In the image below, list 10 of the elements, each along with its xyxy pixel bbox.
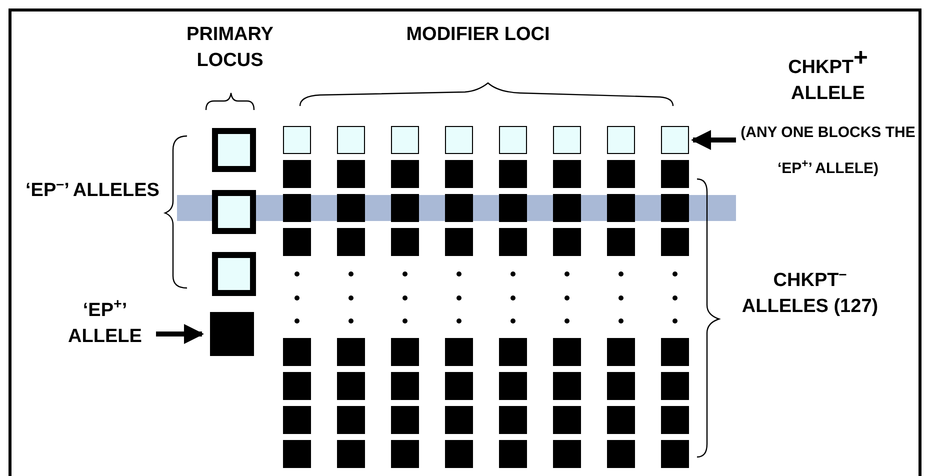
allele-square — [210, 312, 254, 356]
arrow — [691, 130, 736, 150]
annotation-text: ‘EP$^{+}$’ ALLELE — [50, 298, 160, 358]
arrow — [156, 324, 204, 344]
note-text: (ANY ONE BLOCKS THE ‘EP$^{+}$’ ALLELE) — [740, 123, 916, 179]
annotation-text: CHKPT$^{–}$ ALLELES (127) — [740, 268, 880, 319]
annotation-text: PRIMARY LOCUS — [186, 23, 274, 73]
annotation-text: MODIFIER LOCI — [405, 23, 551, 47]
annotation-text: ‘EP$^{–}$’ ALLELES — [25, 178, 160, 203]
allele-square — [661, 126, 689, 154]
